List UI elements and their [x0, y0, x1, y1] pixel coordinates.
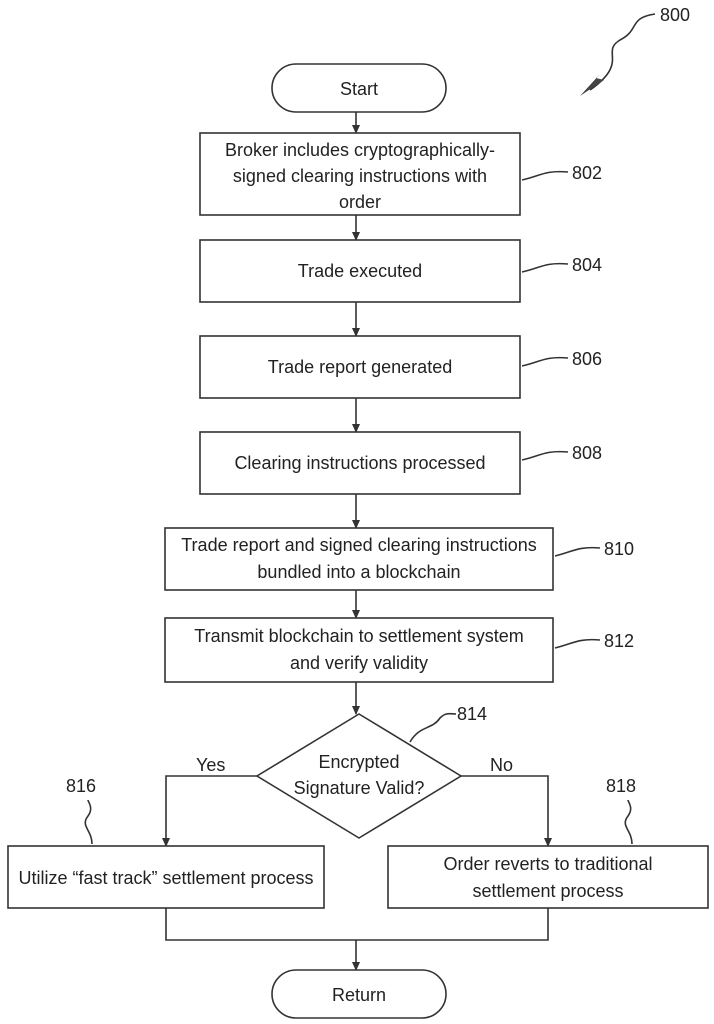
connector-yes-branch	[166, 776, 257, 846]
process-text-802-line-1: Broker includes cryptographically-	[225, 140, 495, 160]
return-label: Return	[332, 985, 386, 1005]
process-text-818-line-1: Order reverts to traditional	[443, 854, 652, 874]
start-label-line: Start	[340, 79, 378, 99]
leader-line-818	[625, 800, 632, 844]
ref-label-810: 810	[604, 539, 634, 559]
ref-label-802: 802	[572, 163, 602, 183]
connector-no-branch	[461, 776, 548, 846]
process-text-810-line-1: Trade report and signed clearing instruc…	[181, 535, 537, 555]
yes-label: Yes	[196, 755, 225, 775]
ref-label-804: 804	[572, 255, 602, 275]
process-text-802-line-3: order	[339, 192, 381, 212]
figure-pointer-arrowhead	[580, 74, 604, 96]
start-label: Start	[340, 79, 378, 99]
process-text-816: Utilize “fast track” settlement process	[18, 868, 313, 888]
figure-number: 800	[660, 5, 690, 25]
leader-line-806	[522, 358, 568, 366]
ref-label-816: 816	[66, 776, 96, 796]
leader-line-802	[522, 172, 568, 180]
process-text-802-line-2: signed clearing instructions with	[233, 166, 487, 186]
process-text-804: Trade executed	[298, 261, 422, 281]
leader-line-808	[522, 452, 568, 460]
ref-label-814: 814	[457, 704, 487, 724]
merge-line-left	[166, 908, 356, 940]
no-label: No	[490, 755, 513, 775]
decision-diamond-814	[257, 714, 461, 838]
process-text-818-line-2: settlement process	[472, 881, 623, 901]
process-text-808: Clearing instructions processed	[234, 453, 485, 473]
leader-line-810	[555, 548, 600, 556]
leader-line-804	[522, 264, 568, 272]
ref-label-812: 812	[604, 631, 634, 651]
process-text-810-line-2: bundled into a blockchain	[257, 562, 460, 582]
decision-text-814-line-2: Signature Valid?	[294, 778, 425, 798]
leader-line-814	[410, 714, 456, 742]
process-text-812-line-2: and verify validity	[290, 653, 428, 673]
ref-label-808: 808	[572, 443, 602, 463]
decision-text-814-line-1: Encrypted	[318, 752, 399, 772]
merge-line-right	[356, 908, 548, 940]
leader-line-812	[555, 640, 600, 648]
process-text-806: Trade report generated	[268, 357, 452, 377]
ref-label-806: 806	[572, 349, 602, 369]
process-text-812-line-1: Transmit blockchain to settlement system	[194, 626, 523, 646]
figure-pointer-arrow	[590, 14, 655, 90]
ref-label-818: 818	[606, 776, 636, 796]
leader-line-816	[85, 800, 92, 844]
